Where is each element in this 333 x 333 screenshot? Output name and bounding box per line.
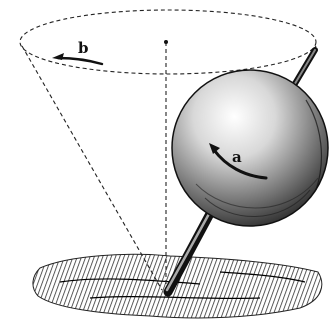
ground-patch: [33, 254, 322, 318]
label-b: b: [78, 39, 89, 57]
precession-arrow-b: [52, 53, 102, 64]
cone-left-edge: [22, 46, 162, 290]
sphere: [172, 70, 328, 226]
axis-top-point: [164, 40, 168, 44]
label-a: a: [232, 148, 242, 166]
